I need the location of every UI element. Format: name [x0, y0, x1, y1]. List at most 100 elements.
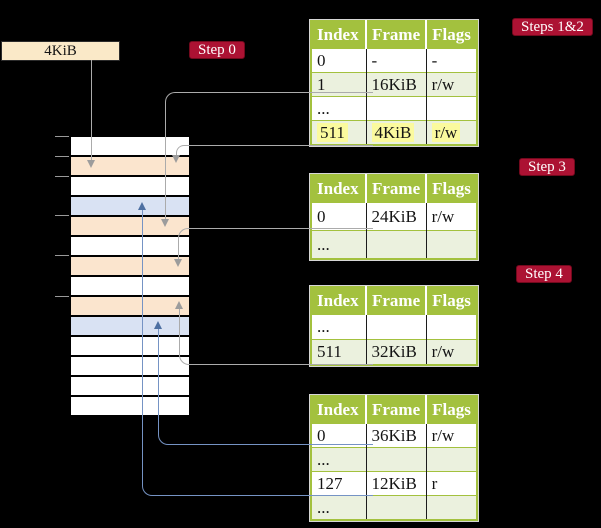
cell-frame: 16KiB — [366, 72, 427, 97]
cell-frame: 32KiB — [366, 339, 427, 365]
table-row: 127 12KiB r — [311, 471, 477, 496]
address-tick — [55, 215, 69, 216]
highlight: 4KiB — [371, 122, 415, 142]
cell-frame — [366, 314, 427, 340]
table-row: 0 24KiB r/w — [311, 202, 477, 231]
col-header-index: Index — [311, 175, 367, 203]
memory-row-8 — [71, 296, 189, 316]
arrow-entry-511-to-32kib-row — [179, 309, 373, 365]
cell-index: 0 — [311, 202, 367, 231]
memory-row-1 — [71, 156, 189, 176]
arrowhead-down-icon — [161, 219, 169, 227]
address-tick — [55, 136, 69, 137]
cell-frame: 12KiB — [366, 471, 427, 496]
address-tick — [55, 156, 69, 157]
table-header-row: Index Frame Flags — [311, 396, 477, 424]
page-table-step-4: Index Frame Flags ... 511 32KiB r/w — [310, 286, 478, 366]
cell-flags: - — [426, 48, 477, 73]
table-row-ellipsis: ... — [311, 314, 477, 340]
cell-index: ... — [311, 314, 367, 340]
address-tick — [55, 176, 69, 177]
cell-frame: 24KiB — [366, 202, 427, 231]
root-table-address-label: 4KiB — [44, 42, 77, 59]
table-row: 511 32KiB r/w — [311, 339, 477, 365]
table-row-highlighted: 511 4KiB r/w — [311, 120, 477, 145]
table-header-row: Index Frame Flags — [311, 175, 477, 203]
arrowhead-down-icon — [174, 259, 182, 267]
arrow-entry-1-to-16kib-row — [165, 92, 373, 220]
cell-flags: r/w — [426, 202, 477, 231]
cell-frame: 4KiB — [366, 120, 427, 145]
cell-flags — [426, 96, 477, 121]
cell-flags — [426, 495, 477, 520]
address-tick — [55, 296, 69, 297]
col-header-frame: Frame — [366, 287, 428, 315]
col-header-flags: Flags — [426, 287, 477, 315]
arrow-entry-127-to-12kib-row — [142, 210, 373, 496]
memory-row-12 — [71, 376, 189, 396]
arrowhead-up-icon — [138, 202, 146, 210]
highlight: r/w — [431, 122, 461, 142]
memory-row-11 — [71, 356, 189, 376]
col-header-frame: Frame — [366, 175, 428, 203]
arrow-entry-0-to-24kib-row — [178, 228, 373, 260]
memory-row-13 — [71, 396, 189, 415]
col-header-flags: Flags — [426, 175, 477, 203]
arrowhead-up-icon — [175, 301, 183, 309]
highlight: 511 — [317, 122, 348, 142]
memory-row-7 — [71, 276, 189, 296]
memory-row-0 — [71, 137, 189, 156]
cell-index: 127 — [311, 471, 367, 496]
address-tick — [55, 255, 69, 256]
memory-row-4 — [71, 216, 189, 236]
arrow-entry-0-to-36kib-row — [158, 329, 373, 445]
table-row: 0 36KiB r/w — [311, 423, 477, 448]
badge-step-4: Step 4 — [516, 265, 572, 283]
cell-flags: r/w — [426, 120, 477, 145]
badge-steps-1-2: Steps 1&2 — [512, 18, 593, 36]
arrowhead-down-icon — [172, 155, 180, 163]
cell-index: 0 — [311, 48, 367, 73]
cell-flags: r/w — [426, 72, 477, 97]
table-row-ellipsis: ... — [311, 447, 477, 472]
table-header-row: Index Frame Flags — [311, 287, 477, 315]
badge-step-3: Step 3 — [519, 158, 575, 176]
memory-row-2 — [71, 176, 189, 196]
table-header-row: Index Frame Flags — [311, 21, 477, 49]
memory-column — [71, 137, 189, 415]
col-header-frame: Frame — [366, 396, 428, 424]
table-row-ellipsis: ... — [311, 495, 477, 520]
cell-index: ... — [311, 447, 367, 472]
page-table-steps-1-2: Index Frame Flags 0 - - 1 16KiB r/w ... — [310, 20, 478, 146]
col-header-index: Index — [311, 21, 367, 49]
table-row-ellipsis: ... — [311, 96, 477, 121]
table-row-ellipsis: ... — [311, 230, 477, 259]
table-row: 0 - - — [311, 48, 477, 73]
cell-frame — [366, 447, 427, 472]
page-table-step-3: Index Frame Flags 0 24KiB r/w ... — [310, 174, 478, 260]
col-header-index: Index — [311, 287, 367, 315]
page-table-final: Index Frame Flags 0 36KiB r/w ... 127 12… — [310, 395, 478, 521]
cell-frame — [366, 495, 427, 520]
cell-frame — [366, 96, 427, 121]
arrow-entry-511-to-4kib-row — [176, 145, 373, 156]
cell-index: 511 — [311, 120, 367, 145]
arrowhead-down-icon — [86, 160, 95, 168]
cell-flags: r — [426, 471, 477, 496]
col-header-flags: Flags — [426, 396, 477, 424]
badge-step-0: Step 0 — [189, 41, 245, 59]
cell-frame: - — [366, 48, 427, 73]
cell-flags: r/w — [426, 339, 477, 365]
col-header-index: Index — [311, 396, 367, 424]
memory-row-5 — [71, 236, 189, 256]
table-row: 1 16KiB r/w — [311, 72, 477, 97]
col-header-frame: Frame — [366, 21, 428, 49]
memory-row-10 — [71, 336, 189, 356]
cell-flags — [426, 447, 477, 472]
cell-index: ... — [311, 230, 367, 259]
arrow-root-to-4kib-row — [90, 60, 92, 160]
cell-flags — [426, 230, 477, 259]
memory-row-6 — [71, 256, 189, 276]
cell-index: ... — [311, 96, 367, 121]
